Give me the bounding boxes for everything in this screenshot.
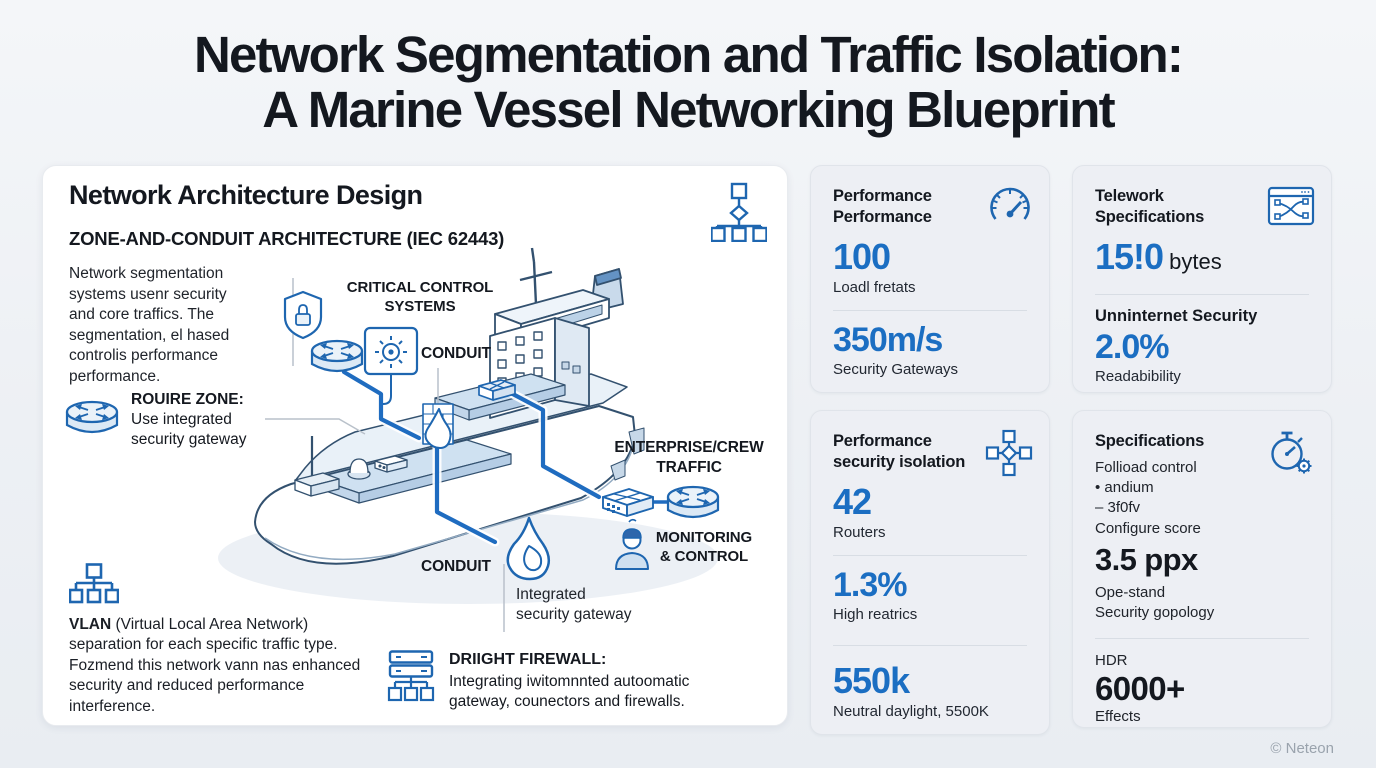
network-plus-icon — [985, 429, 1033, 477]
architecture-panel: Network Architecture Design ZONE-AND-CON… — [42, 165, 788, 726]
rouire-zone-text: ROUIRE ZONE:Use integrated security gate… — [131, 391, 247, 449]
stat-label: Routers — [833, 523, 886, 541]
stat-card-isolation: Performance security isolation 42 Router… — [810, 410, 1050, 735]
ship-superstructure — [489, 247, 624, 419]
switch-icon — [602, 488, 654, 517]
firewall-text: DRIIGHT FIREWALL: Integrating iwitomnnte… — [449, 651, 690, 710]
page-title-line2: A Marine Vessel Networking Blueprint — [262, 80, 1115, 138]
stat-label: Neutral daylight, 5500K — [833, 703, 989, 721]
firewall-stack-icon — [387, 650, 435, 702]
stat-heading: HDR — [1095, 651, 1128, 669]
stat-value: 550k — [833, 660, 910, 702]
divider — [833, 309, 1027, 311]
page-title-line1: Network Segmentation and Traffic Isolati… — [193, 26, 1184, 83]
deck-zones — [314, 373, 566, 504]
stat-value: 2.0% — [1095, 327, 1170, 366]
operator-icon — [615, 518, 649, 570]
spec-line: Security gopology — [1095, 604, 1215, 622]
browser-route-icon — [1267, 186, 1315, 226]
label-critical-control: CRITICAL CONTROL SYSTEMS — [346, 279, 494, 316]
card-title: Performance Performance — [833, 187, 932, 226]
label-conduit-top: CONDUIT — [421, 345, 491, 362]
card-title: Telework Specifications — [1095, 187, 1205, 226]
divider — [833, 554, 1027, 556]
stat-value: 100 — [833, 235, 891, 277]
vlan-text: VLAN (Virtual Local Area Network) separa… — [69, 616, 361, 715]
spec-line: Ope-stand — [1095, 584, 1166, 602]
mast — [519, 247, 553, 327]
rouire-zone-note: ROUIRE ZONE:Use integrated security gate… — [65, 390, 283, 450]
traffic-router-icon — [666, 485, 720, 519]
critical-router-icon — [310, 339, 364, 373]
gauge-icon — [990, 187, 1030, 220]
spec-line: Follioad control — [1095, 458, 1197, 476]
deck-router-icon — [478, 379, 516, 401]
panel-description: Network segmentation systems usenr secur… — [69, 265, 230, 386]
org-chart-icon — [711, 182, 767, 242]
firewall-note: DRIIGHT FIREWALL: Integrating iwitomnnte… — [387, 650, 717, 712]
divider — [1095, 637, 1309, 639]
spec-line: Configure score — [1095, 519, 1201, 537]
stat-card-telework: Telework Specifications 15!0 bytes Unnin… — [1072, 165, 1332, 393]
card-title: Specifications — [1095, 432, 1205, 450]
label-monitoring-control: MONITORING & CONTROL — [655, 529, 753, 566]
stat-label: Effects — [1095, 708, 1141, 726]
label-conduit-bottom: CONDUIT — [421, 558, 491, 575]
firewall-wall-icon — [422, 403, 454, 449]
divider — [1095, 293, 1309, 295]
vlan-note: VLAN (Virtual Local Area Network) separa… — [69, 563, 371, 717]
stat-label: Loadl fretats — [833, 278, 916, 296]
label-integrated-gateway: Integrated security gateway — [516, 586, 632, 624]
stat-value: 6000+ — [1095, 669, 1185, 707]
stat-value: 42 — [833, 480, 872, 522]
funnel — [590, 268, 624, 313]
control-sign-icon — [363, 326, 419, 405]
label-enterprise-crew: ENTERPRISE/CREW TRAFFIC — [614, 439, 764, 476]
stat-card-specifications: Specifications Follioad control • andium… — [1072, 410, 1332, 728]
ship-hull — [254, 373, 645, 565]
shield-lock-icon — [283, 290, 323, 340]
stat-value: 3.5 ppx — [1095, 541, 1198, 577]
vlan-tree-icon — [69, 563, 119, 604]
stat-card-performance: Performance Performance 100 Loadl fretat… — [810, 165, 1050, 393]
stat-unit: bytes — [1163, 248, 1222, 274]
deck-equipment — [347, 455, 408, 480]
stat-label: Security Gateways — [833, 361, 959, 379]
card-title: Performance security isolation — [833, 432, 966, 471]
divider — [833, 645, 1027, 647]
page-title: Network Segmentation and Traffic Isolati… — [0, 26, 1376, 138]
panel-subtitle: ZONE-AND-CONDUIT ARCHITECTURE (IEC 62443… — [69, 228, 505, 249]
stat-label: Readabibility — [1095, 368, 1181, 386]
stopwatch-gear-icon — [1271, 431, 1312, 474]
router-icon — [65, 400, 119, 434]
stat-label: High reatrics — [833, 606, 918, 624]
bow-mast — [294, 436, 340, 497]
stat-value: 1.3% — [833, 565, 908, 604]
flame-icon — [506, 516, 551, 581]
spec-line: – 3f0fv — [1095, 499, 1141, 517]
stat-value: 15!0 bytes — [1095, 235, 1222, 277]
panel-title: Network Architecture Design — [69, 180, 423, 210]
copyright: © Neteon — [1270, 740, 1334, 757]
stat-value: 350m/s — [833, 320, 943, 359]
stat-heading: Unninternet Security — [1095, 306, 1258, 325]
spec-line: • andium — [1095, 479, 1154, 497]
